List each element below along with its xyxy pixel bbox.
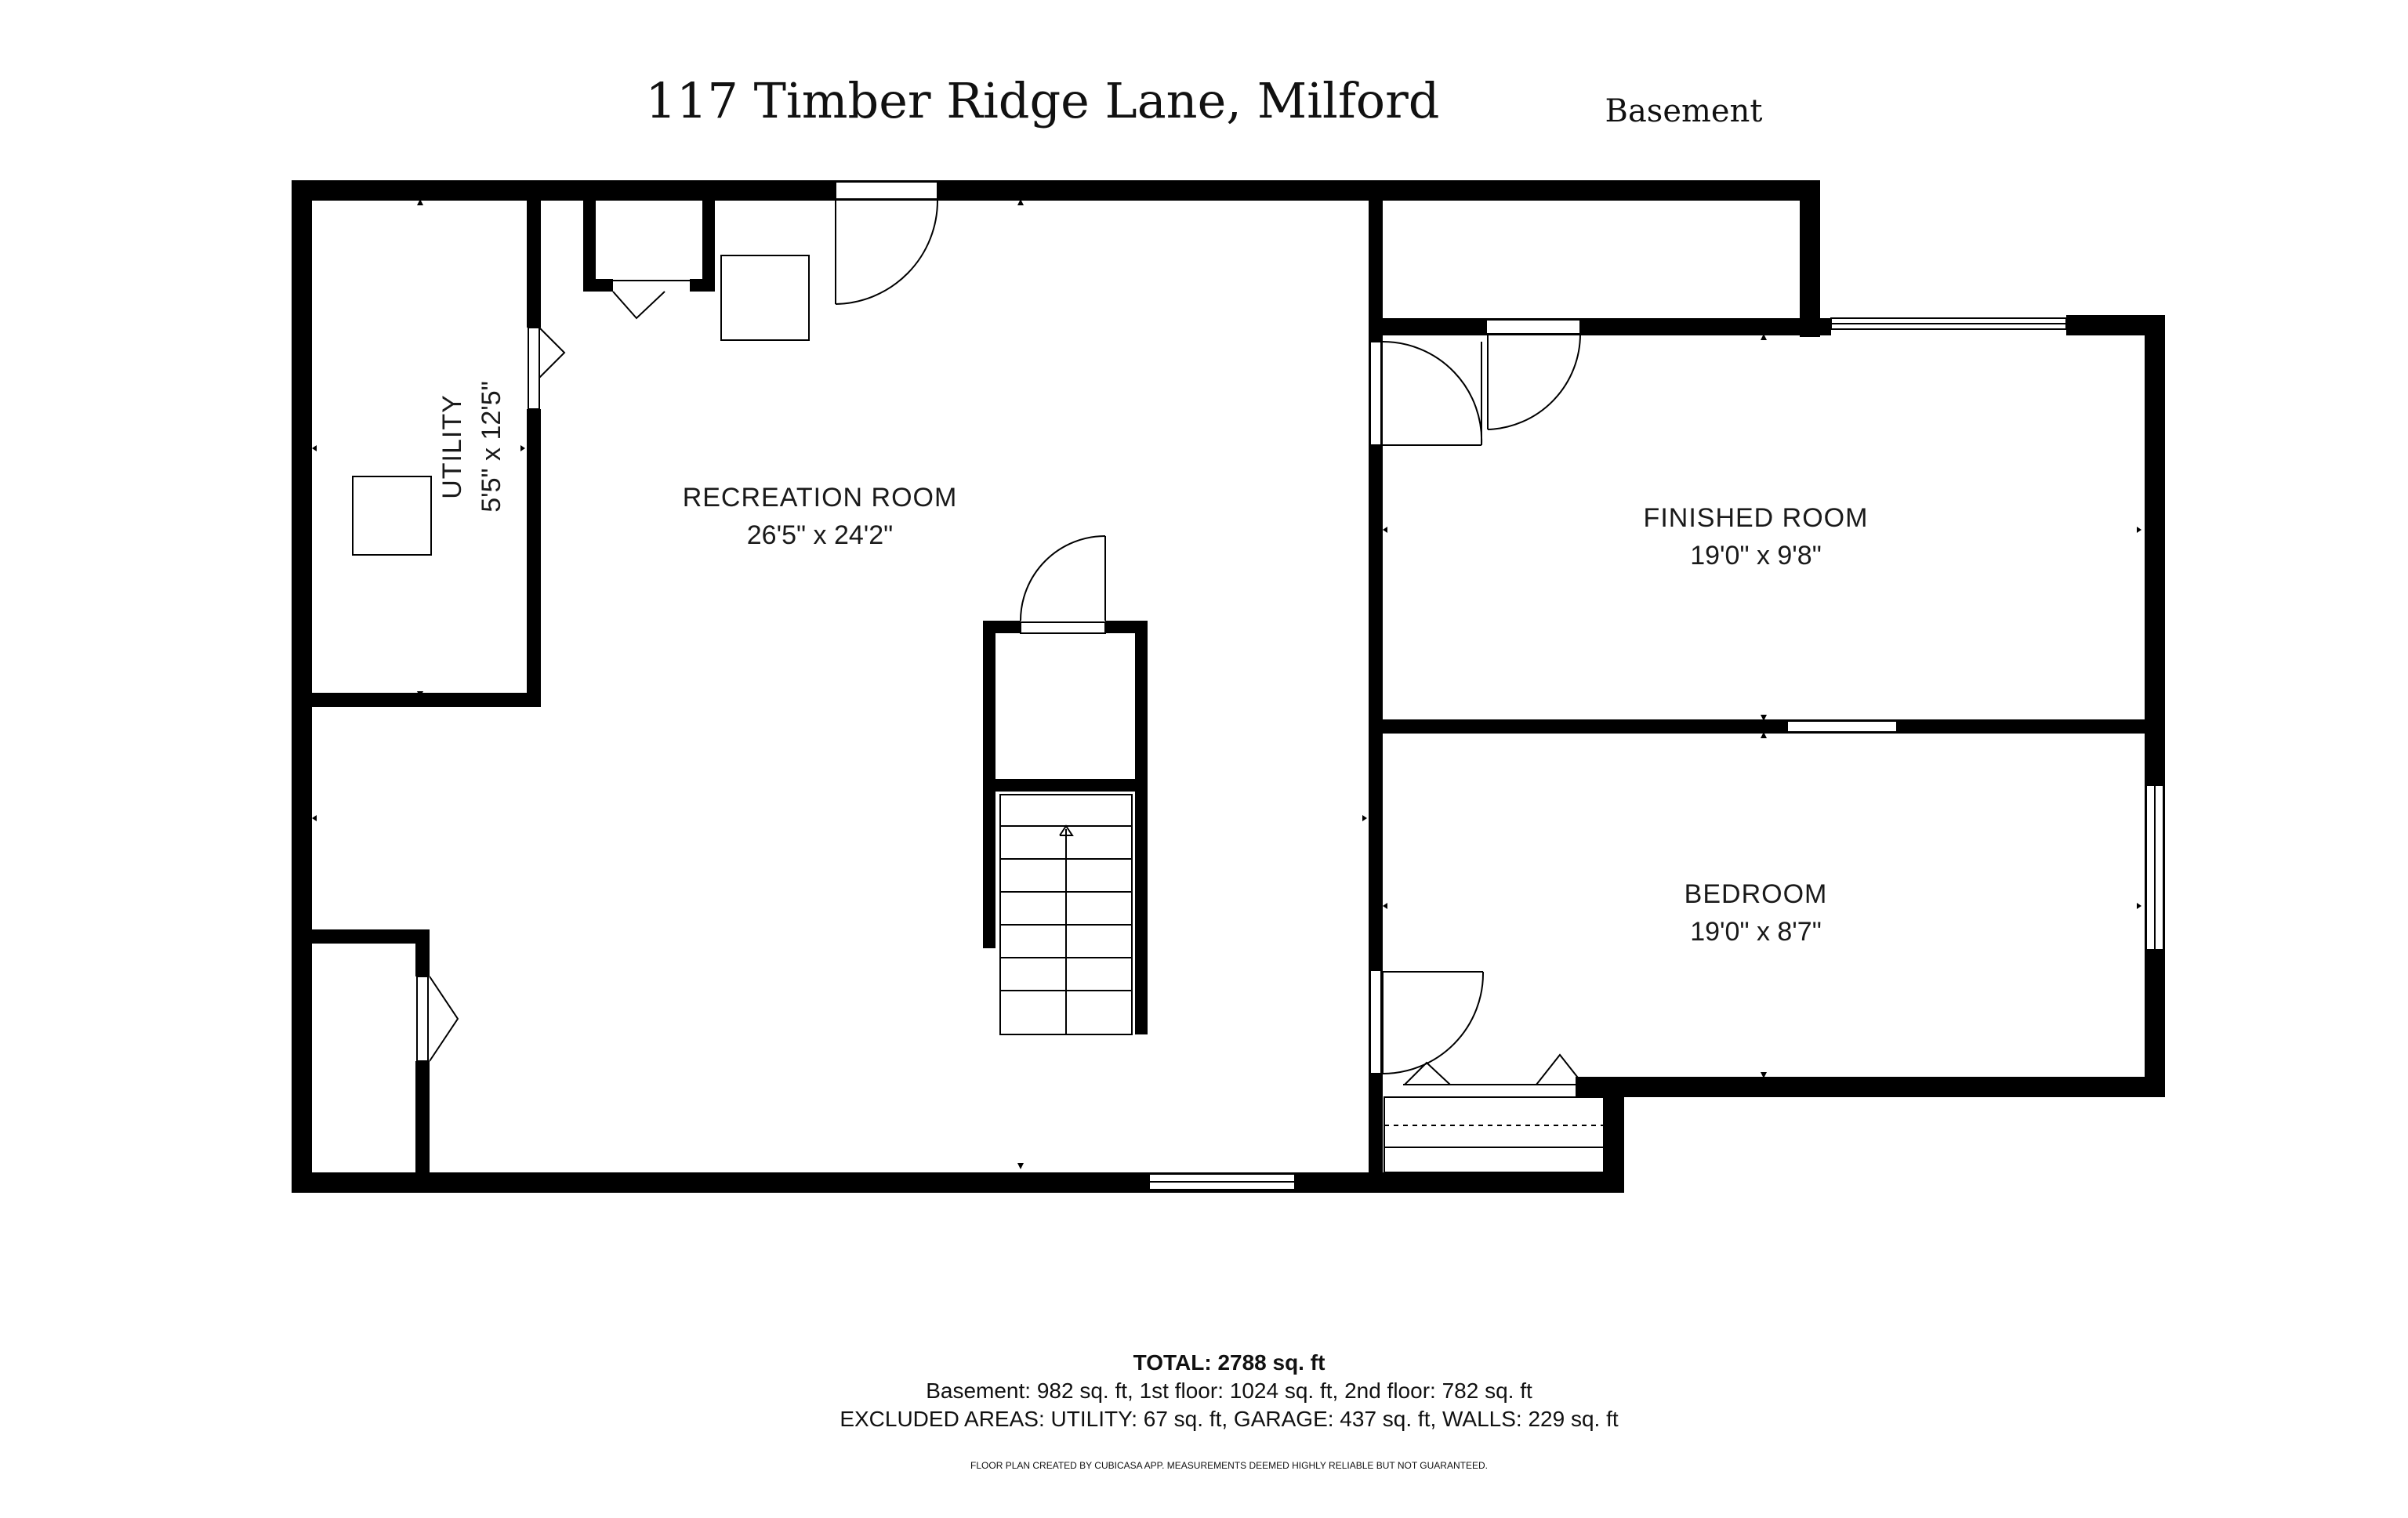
wall-finished-top-right (2066, 315, 2165, 335)
door-opening-bedroom (1369, 969, 1382, 1074)
interior-walls (292, 180, 2165, 1193)
stair-arrow-icon (1059, 824, 1074, 836)
excluded-areas: EXCLUDED AREAS: UTILITY: 67 sq. ft, GARA… (840, 1407, 1619, 1431)
room-recreation-name: RECREATION ROOM (683, 483, 958, 513)
floor-label: Basement (1605, 93, 1763, 129)
room-utility-label: UTILITY 5'5" x 12'5" (437, 381, 506, 513)
room-utility-dimensions: 5'5" x 12'5" (477, 381, 506, 513)
wall-closet-left (583, 180, 596, 292)
wall-stair-top-r (1105, 621, 1148, 633)
door-opening-finished-top (1485, 319, 1581, 335)
fixtures (352, 255, 1605, 1173)
wall-closet-right (1800, 180, 1820, 337)
wall-stair-right (1135, 621, 1148, 1034)
fixture-box-utility (352, 476, 432, 556)
wall-stair-top-l (983, 621, 1021, 633)
room-finished-dimensions: 19'0" x 9'8" (1690, 541, 1822, 571)
disclaimer: FLOOR PLAN CREATED BY CUBICASA APP. MEAS… (970, 1460, 1488, 1471)
door-swings (429, 200, 1584, 1085)
room-finished-name: FINISHED ROOM (1644, 503, 1869, 533)
wall-utility-right-lower (527, 409, 541, 707)
wall-finished-bedroom (1369, 719, 2165, 734)
wall-bedroom-bottom (1576, 1077, 2165, 1097)
storage-bottom-right (1384, 1096, 1605, 1173)
staircase (999, 794, 1133, 1035)
room-utility-name: UTILITY (437, 394, 467, 499)
door-opening-utility (528, 327, 540, 410)
address-title: 117 Timber Ridge Lane, Milford (646, 72, 1440, 129)
wall-stair-mid (983, 779, 1148, 792)
floor-areas: Basement: 982 sq. ft, 1st floor: 1024 sq… (926, 1379, 1532, 1403)
wall-bottom (292, 1172, 1624, 1193)
wall-bl-closet-top (292, 929, 430, 944)
wall-utility-right (527, 180, 541, 328)
door-opening-stair (1020, 621, 1106, 634)
openings (416, 181, 2164, 1190)
total-area: TOTAL: 2788 sq. ft (1133, 1350, 1325, 1375)
doorway-finished-bedroom (1786, 720, 1898, 733)
room-bedroom-name: BEDROOM (1685, 879, 1828, 909)
wall-left (292, 180, 312, 1193)
door-opening-finished-left (1369, 341, 1382, 446)
wall-bl-closet-right (415, 929, 430, 976)
fixture-box-top (720, 255, 810, 341)
exterior-walls (292, 180, 2165, 1193)
door-opening-bl-closet (416, 976, 429, 1062)
wall-bumpout-top (1576, 1077, 1624, 1097)
wall-closet-right2 (702, 180, 715, 292)
wall-utility-bottom (292, 693, 541, 707)
wall-finished-top (1369, 318, 1831, 335)
wall-far-right (2145, 315, 2165, 1097)
wall-top (292, 180, 1817, 201)
room-recreation-dimensions: 26'5" x 24'2" (747, 520, 893, 550)
wall-bl-closet-right-lower (415, 1061, 430, 1193)
wall-closet-bottom-l (583, 279, 613, 292)
room-bedroom-dimensions: 19'0" x 8'7" (1690, 917, 1822, 947)
dimension-markers (312, 199, 2141, 1169)
door-opening-top (835, 181, 938, 200)
